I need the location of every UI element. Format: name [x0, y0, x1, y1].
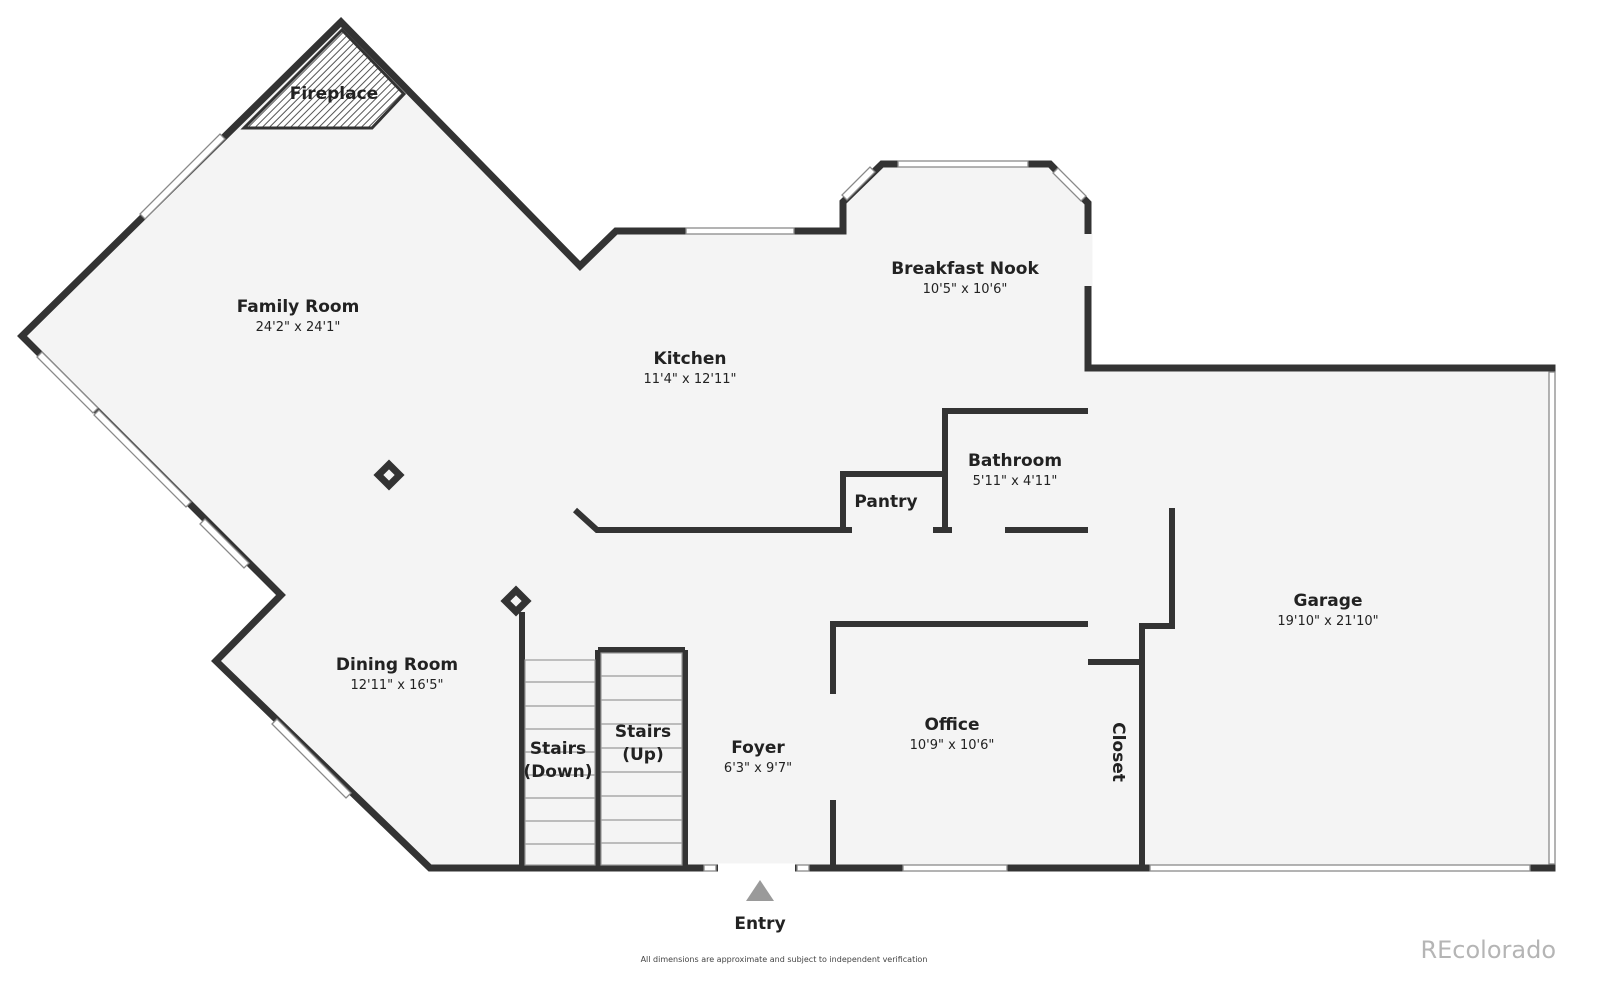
garage-floor: [1088, 368, 1552, 868]
window: [897, 160, 1029, 168]
fireplace-label: Fireplace: [290, 84, 378, 104]
column-post-inner: [510, 595, 522, 607]
garage-label: Garage: [1294, 591, 1363, 611]
dining-room-label: Dining Room: [336, 655, 458, 675]
window: [36, 351, 99, 414]
garage-dims: 19'10" x 21'10": [1277, 614, 1378, 629]
family-room-dims: 24'2" x 24'1": [256, 320, 341, 335]
window: [1548, 371, 1556, 865]
entry-arrow-icon: [746, 880, 774, 901]
foyer-dims: 6'3" x 9'7": [724, 761, 792, 776]
bathroom-dims: 5'11" x 4'11": [973, 474, 1058, 489]
disclaimer-text: All dimensions are approximate and subje…: [641, 955, 928, 964]
stairs-down-treads: [524, 659, 596, 866]
stairs-up-direction: (Up): [622, 745, 664, 765]
foyer-label: Foyer: [731, 738, 785, 758]
window: [139, 133, 226, 220]
stairs-down-direction: (Down): [523, 762, 592, 782]
breakfast-nook-label: Breakfast Nook: [891, 259, 1039, 279]
stairs-down-label: Stairs: [530, 739, 586, 759]
stairs-up-label: Stairs: [615, 722, 671, 742]
garage-door: [1149, 864, 1531, 872]
brand-logo: REcolorado: [1420, 936, 1556, 964]
window: [902, 864, 1008, 872]
office-dims: 10'9" x 10'6": [910, 738, 995, 753]
kitchen-label: Kitchen: [654, 349, 727, 369]
window: [841, 166, 876, 201]
pantry-wall: [840, 471, 945, 530]
sidelight: [796, 864, 810, 872]
window: [1052, 167, 1087, 202]
column-post-inner: [383, 469, 395, 481]
window: [199, 518, 250, 569]
fireplace-hearth: [240, 27, 407, 130]
pantry-label: Pantry: [854, 492, 917, 512]
window: [271, 718, 352, 799]
sidelight: [703, 864, 717, 872]
window: [93, 409, 192, 508]
kitchen-dims: 11'4" x 12'11": [644, 372, 737, 387]
office-label: Office: [924, 715, 979, 735]
breakfast-nook-dims: 10'5" x 10'6": [923, 282, 1008, 297]
family-room-label: Family Room: [237, 297, 360, 317]
dining-room-dims: 12'11" x 16'5": [351, 678, 444, 693]
entry-label: Entry: [734, 914, 785, 934]
stairs-up-treads: [600, 652, 683, 866]
kitchen-counter-wall: [572, 507, 843, 533]
bathroom-wall: [942, 408, 1088, 530]
bathroom-label: Bathroom: [968, 451, 1062, 471]
garage-partition: [1139, 508, 1175, 868]
closet-label: Closet: [1108, 722, 1128, 782]
window: [685, 227, 795, 235]
